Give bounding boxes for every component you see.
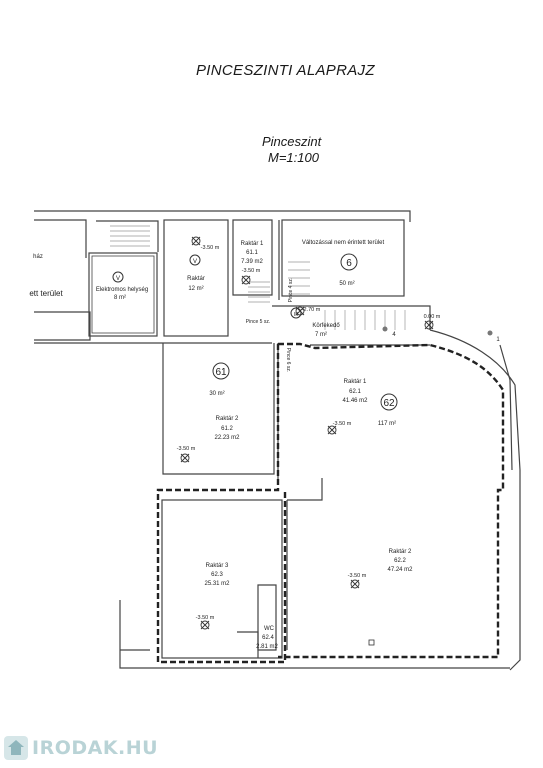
raktar2-61-area: 22.23 m2 [214,435,240,441]
level-marker-outside [424,320,434,330]
wc-area: 2.81 m2 [256,644,278,650]
marker-unit6 [340,253,358,271]
wall-stair-left [96,220,159,252]
unit62-boundary-left [156,344,287,664]
room-valtozassal [281,219,405,297]
marker-unit61 [212,362,230,380]
stair-lines-mid [248,281,270,303]
watermark-text: IRODAK.HU [32,737,159,759]
level-marker-raktar1-62 [327,425,337,435]
unit62-area: 117 m² [378,421,396,427]
survey-point-4-label: 4 [392,332,396,338]
raktar2-61-name: Raktár 2 [216,416,239,422]
raktar2-62-code: 62.2 [394,558,406,564]
valtozassal-name: Változással nem érintett terület [302,240,385,246]
room-raktar1-61 [232,219,273,296]
room-raktar3 [161,499,283,659]
marker-unit62 [380,393,398,411]
wall-left-bottom [34,311,91,341]
raktar1-62-name: Raktár 1 [344,379,367,385]
plan-subtitle: Pinceszint M=1:100 [262,134,321,166]
plan-title: PINCESZINTI ALAPRAJZ [196,62,375,79]
label-terulet-left: ett terület [29,289,63,298]
level-marker-raktar3-62 [200,620,210,630]
marker-elektromos [112,271,124,283]
raktar-top-marker-text: V [193,259,197,265]
room-elektromos [88,252,158,337]
outside-level: 0.00 m [424,314,441,320]
wc-name: WC [264,626,275,632]
raktar1-61-area: 7.39 m2 [241,259,263,265]
elektromos-area: 8 m² [114,295,126,301]
korfekedo-marker-text: III [294,312,298,318]
unit61-area: 30 m² [209,391,224,397]
unit62-number: 62 [383,398,395,409]
survey-point-1-label: 1 [496,337,500,343]
wall-korfekedo [272,305,431,330]
raktar1-62-level: -3.50 m [333,421,352,427]
korfekedo-name: Körfekedő [312,323,340,329]
elektromos-marker-text: V [116,276,120,282]
level-marker-raktar2-62 [350,579,360,589]
raktar1-62-area: 41.46 m2 [342,398,368,404]
house-icon [4,736,28,760]
stairs-pince5: Pince 5 sz. [246,319,270,325]
raktar2-62-name: Raktár 2 [389,549,412,555]
stair-lines-korfekedo [324,310,406,330]
raktar2-61-code: 61.2 [221,426,233,432]
label-haz: ház [33,254,43,260]
wc-code: 62.4 [262,635,274,641]
room-raktar-top [163,219,229,337]
raktar1-61-code: 61.1 [246,250,258,256]
wall-right-curve [429,329,521,671]
stairs-pince4: Pince 4 sz. [288,278,294,302]
raktar3-62-name: Raktár 3 [206,563,229,569]
drain-marker [368,639,375,646]
raktar1-61-name: Raktár 1 [241,241,264,247]
stair-lines-left [110,225,150,247]
valtozassal-area: 50 m² [339,281,354,287]
stairs-pince6: Pince 6 sz. [285,348,291,372]
level-marker-korfekedo [295,306,305,316]
wall-right-inner [499,344,513,471]
raktar2-61-level: -3.50 m [177,446,196,452]
raktar2-62-area: 47.24 m2 [387,567,413,573]
stair-lines-right [288,261,310,295]
marker-korfekedo [290,307,302,319]
wall-wc [237,631,259,658]
wall-left-inner [34,219,87,258]
wall-bottom [119,600,510,669]
subtitle-level: Pinceszint [262,134,322,149]
survey-point-1 [487,330,493,336]
raktar3-62-code: 62.3 [211,572,223,578]
level-marker-raktar2-61 [180,453,190,463]
marker-raktar-top [189,254,201,266]
raktar2-62-level: -3.50 m [348,573,367,579]
wall-top [34,210,411,222]
raktar3-62-area: 25.31 m2 [204,581,230,587]
unit61-number: 61 [215,367,227,378]
room-unit61 [162,343,275,475]
raktar-top-area: 12 m² [188,286,203,292]
room-wc-shaft [257,584,277,651]
room-elektromos-inner [91,255,155,334]
survey-point-4 [382,326,388,332]
level-marker-raktar-top [191,236,201,246]
korfekedo-level: -2.70 m [302,307,321,313]
subtitle-scale: M=1:100 [268,150,319,165]
valtozassal-number: 6 [346,258,352,269]
raktar1-61-level: -3.50 m [242,268,261,274]
korfekedo-area: 7 m² [315,332,327,338]
elektromos-name: Elektromos helység [96,287,148,293]
raktar-top-level: -3.50 m [201,245,220,251]
raktar1-62-code: 62.1 [349,389,361,395]
wall-lower-mid [287,478,323,501]
raktar3-62-level: -3.50 m [196,615,215,621]
watermark-logo: IRODAK.HU [4,735,158,761]
raktar-top-name: Raktár [187,276,205,282]
level-marker-raktar1-61 [241,275,251,285]
